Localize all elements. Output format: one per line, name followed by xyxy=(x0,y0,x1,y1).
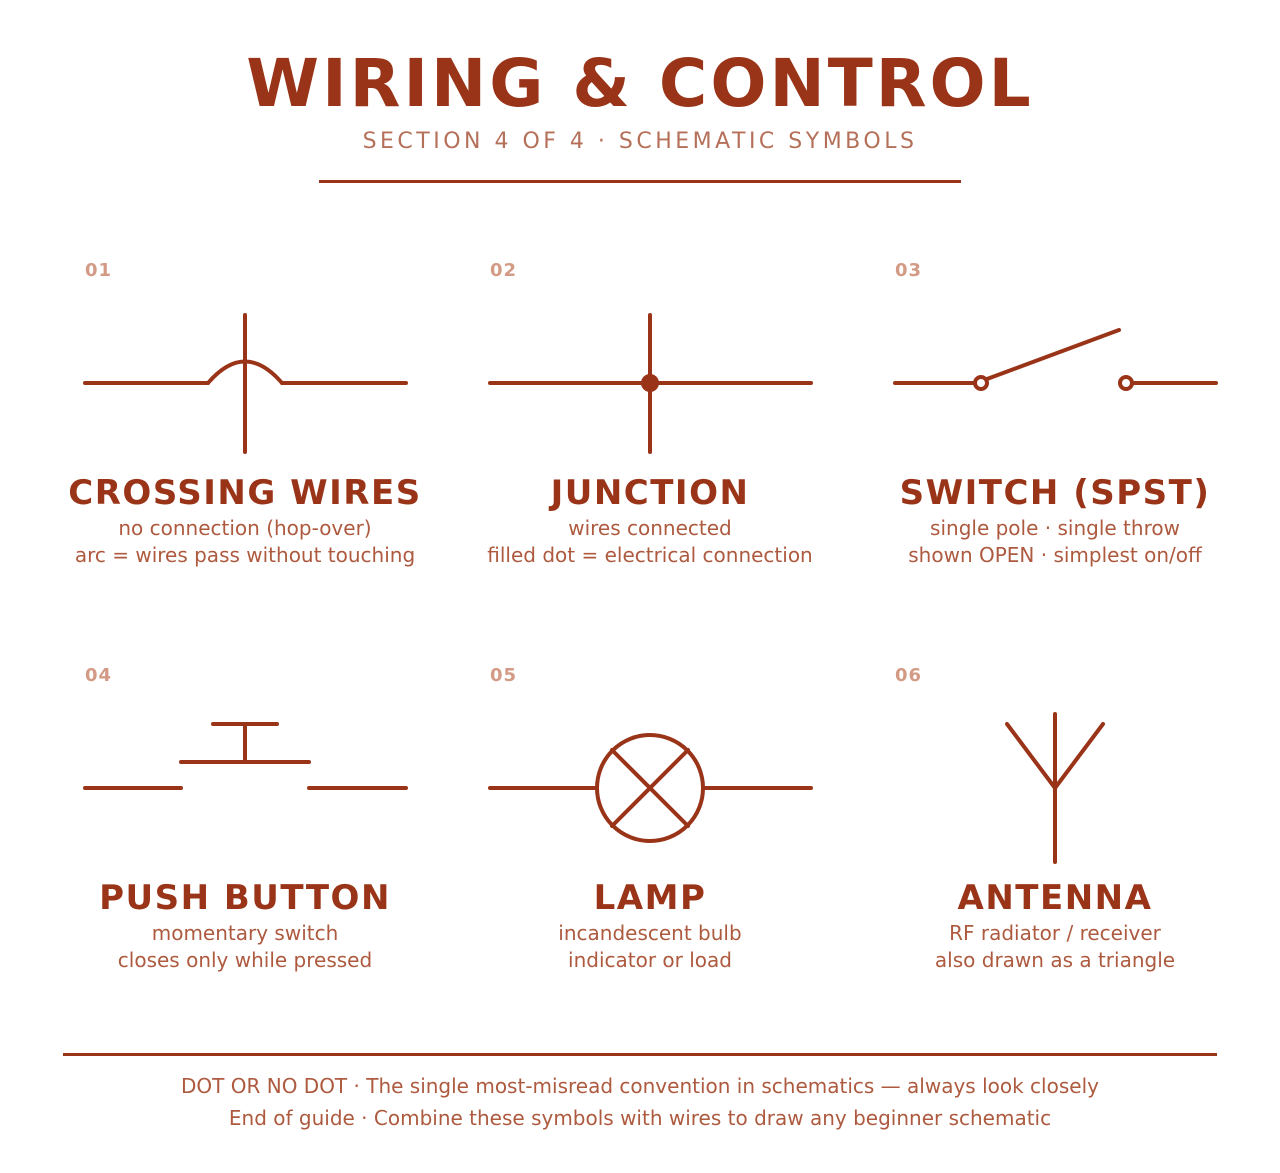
symbol-desc-line2: shown OPEN · simplest on/off xyxy=(908,543,1202,567)
symbol-card-lamp: 05 LAMP incandescent bulb indicator or l… xyxy=(468,665,873,1045)
symbol-desc-line2: filled dot = electrical connection xyxy=(487,543,813,567)
symbol-desc-line2: arc = wires pass without touching xyxy=(74,543,416,567)
symbol-number: 01 xyxy=(85,260,113,281)
push-button-icon xyxy=(83,722,408,790)
symbol-desc-line1: momentary switch xyxy=(151,921,339,945)
page-title: WIRING & CONTROL xyxy=(246,45,1034,122)
symbol-label: LAMP xyxy=(593,878,707,918)
symbol-label: JUNCTION xyxy=(550,473,750,513)
symbol-number: 03 xyxy=(895,260,923,281)
symbol-card-spst-switch: 03 SWITCH (SPST) single pole · single th… xyxy=(873,260,1278,640)
symbol-desc-line1: no connection (hop-over) xyxy=(118,516,372,540)
crossing-wires-icon xyxy=(83,313,408,454)
symbol-desc-line1: wires connected xyxy=(568,516,732,540)
symbol-label: PUSH BUTTON xyxy=(99,878,391,918)
footer-note: DOT OR NO DOT · The single most-misread … xyxy=(181,1074,1099,1098)
symbol-label: SWITCH (SPST) xyxy=(899,473,1211,513)
lamp-icon xyxy=(488,733,813,843)
symbol-desc-line1: RF radiator / receiver xyxy=(949,921,1161,945)
symbol-card-crossing-wires: 01 CROSSING WIRES no connection (hop-ove… xyxy=(63,260,468,640)
symbol-desc-line2: also drawn as a triangle xyxy=(934,948,1176,972)
antenna-icon xyxy=(1005,712,1105,864)
footer-divider xyxy=(63,1053,1217,1056)
symbol-label: ANTENNA xyxy=(957,878,1153,918)
symbol-label: CROSSING WIRES xyxy=(68,473,422,513)
symbol-desc-line2: closes only while pressed xyxy=(117,948,373,972)
symbol-desc-line1: single pole · single throw xyxy=(930,516,1180,540)
header-divider xyxy=(319,180,961,183)
symbol-card-push-button: 04 PUSH BUTTON momentary switch closes o… xyxy=(63,665,468,1045)
symbol-card-antenna: 06 ANTENNA RF radiator / receiver also d… xyxy=(873,665,1278,1045)
symbol-number: 05 xyxy=(490,665,518,686)
footer-end-note: End of guide · Combine these symbols wit… xyxy=(228,1106,1052,1130)
symbol-desc-line1: incandescent bulb xyxy=(558,921,742,945)
symbol-card-junction: 02 JUNCTION wires connected filled dot =… xyxy=(468,260,873,640)
symbol-desc-line2: indicator or load xyxy=(568,948,732,972)
symbol-number: 06 xyxy=(895,665,923,686)
symbol-number: 04 xyxy=(85,665,113,686)
symbol-number: 02 xyxy=(490,260,518,281)
junction-icon xyxy=(488,313,813,454)
spst-switch-icon xyxy=(893,328,1218,391)
page-subtitle: SECTION 4 OF 4 · SCHEMATIC SYMBOLS xyxy=(362,129,918,154)
